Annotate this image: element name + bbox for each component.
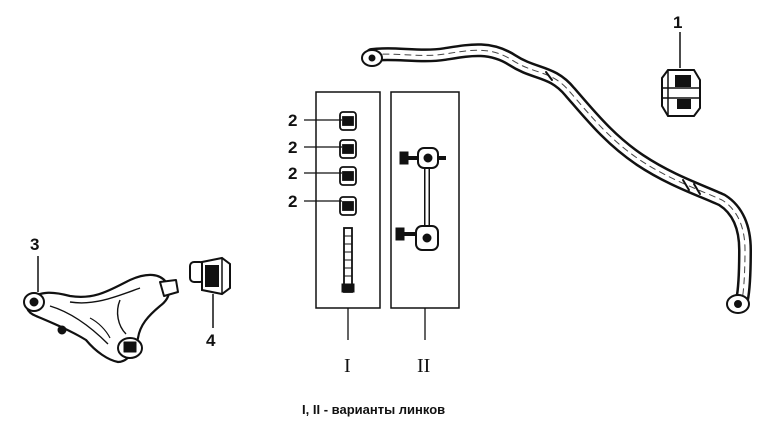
stabilizer-bushing — [661, 69, 701, 117]
caption-roman: I, II — [302, 402, 321, 417]
variant-one-label: I — [344, 355, 351, 377]
callout-2c: 2 — [288, 164, 297, 183]
nut-a — [339, 111, 357, 131]
caption-dash: - — [323, 402, 329, 417]
caption-text: варианты линков — [331, 402, 446, 417]
callout-4: 4 — [206, 331, 216, 350]
link-nuts — [339, 111, 357, 216]
callout-2b: 2 — [288, 138, 297, 157]
callout-3: 3 — [30, 235, 39, 254]
callout-1: 1 — [673, 13, 682, 32]
stabilizer-link — [395, 147, 446, 251]
arm-bushing — [189, 256, 231, 296]
caption: I, II - варианты линков — [302, 402, 445, 417]
nut-c — [339, 166, 357, 186]
stabilizer-bar — [361, 43, 752, 314]
lower-control-arm — [23, 273, 179, 364]
nut-d — [339, 196, 357, 216]
callout-2a: 2 — [288, 111, 297, 130]
variant-two-label: II — [417, 355, 430, 377]
leader-lines-2 — [304, 119, 342, 202]
threaded-rod — [341, 227, 355, 293]
nut-b — [339, 139, 357, 159]
callout-2d: 2 — [288, 192, 297, 211]
